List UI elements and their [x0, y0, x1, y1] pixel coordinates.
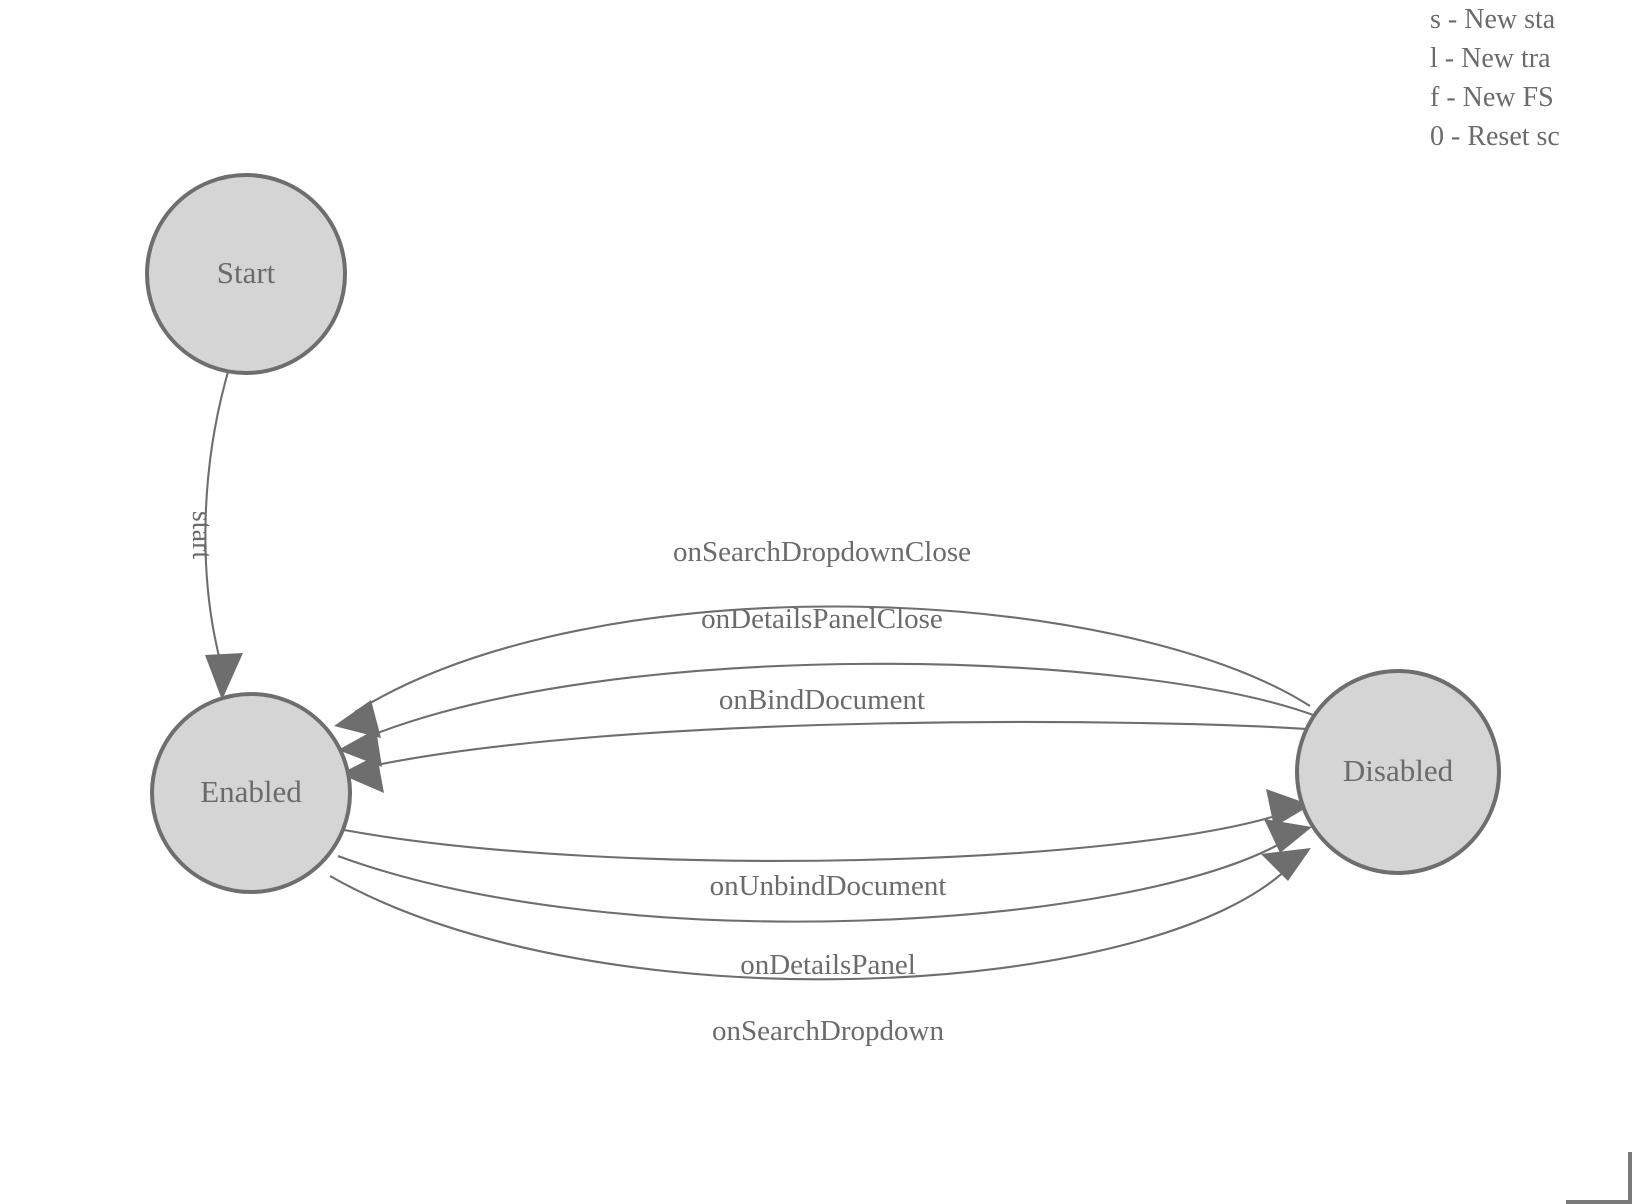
transition-label-onDetailsPanel: onDetailsPanel: [740, 949, 916, 981]
state-node-disabled[interactable]: Disabled: [1295, 669, 1501, 875]
transition-onDetailsPanel[interactable]: [337, 819, 1312, 923]
transition-onSearchDropdownClose[interactable]: [334, 605, 1311, 738]
state-node-disabled-circle[interactable]: [1295, 669, 1501, 875]
transition-onDetailsPanelClose[interactable]: [338, 662, 1317, 767]
transition-onBindDocument-path: [361, 720, 1323, 770]
transition-onDetailsPanel-arrowhead: [1264, 819, 1312, 853]
transition-label-onBindDocument: onBindDocument: [719, 684, 925, 716]
transition-onSearchDropdown[interactable]: [329, 848, 1311, 981]
state-node-enabled[interactable]: Enabled: [150, 692, 352, 894]
transition-label-onSearchDropdownClose: onSearchDropdownClose: [673, 536, 971, 568]
state-node-enabled-label: Enabled: [200, 774, 302, 809]
window-border-right: [1628, 1152, 1632, 1204]
state-node-disabled-label: Disabled: [1343, 753, 1454, 788]
state-node-enabled-circle[interactable]: [150, 692, 352, 894]
transition-onDetailsPanelClose-arrowhead: [338, 729, 382, 767]
transition-onSearchDropdown-path: [329, 863, 1293, 981]
transition-onDetailsPanel-path: [337, 837, 1291, 923]
transition-label-onSearchDropdown: onSearchDropdown: [712, 1015, 944, 1047]
transition-label-onDetailsPanelClose: onDetailsPanelClose: [701, 603, 943, 635]
transition-onSearchDropdownClose-arrowhead: [334, 700, 381, 738]
state-node-start-circle[interactable]: [145, 173, 347, 375]
transition-label-start: start: [186, 511, 217, 559]
transition-onDetailsPanelClose-path: [359, 662, 1317, 741]
transition-onUnbindDocument-arrowhead: [1266, 789, 1311, 827]
transition-start-arrowhead: [205, 653, 243, 700]
transition-onUnbindDocument[interactable]: [343, 789, 1311, 862]
state-node-start-label: Start: [217, 255, 276, 290]
transition-start-path[interactable]: [204, 371, 230, 669]
transition-onSearchDropdownClose-path: [354, 605, 1311, 713]
transition-onBindDocument[interactable]: [340, 720, 1323, 793]
transition-onSearchDropdown-arrowhead: [1261, 848, 1311, 881]
transition-onUnbindDocument-path: [343, 811, 1289, 862]
state-node-start[interactable]: Start: [145, 173, 347, 375]
transition-label-onUnbindDocument: onUnbindDocument: [710, 870, 947, 902]
transition-start[interactable]: [204, 371, 243, 700]
window-border-bottom: [1566, 1200, 1632, 1204]
transition-onBindDocument-arrowhead: [340, 755, 384, 793]
